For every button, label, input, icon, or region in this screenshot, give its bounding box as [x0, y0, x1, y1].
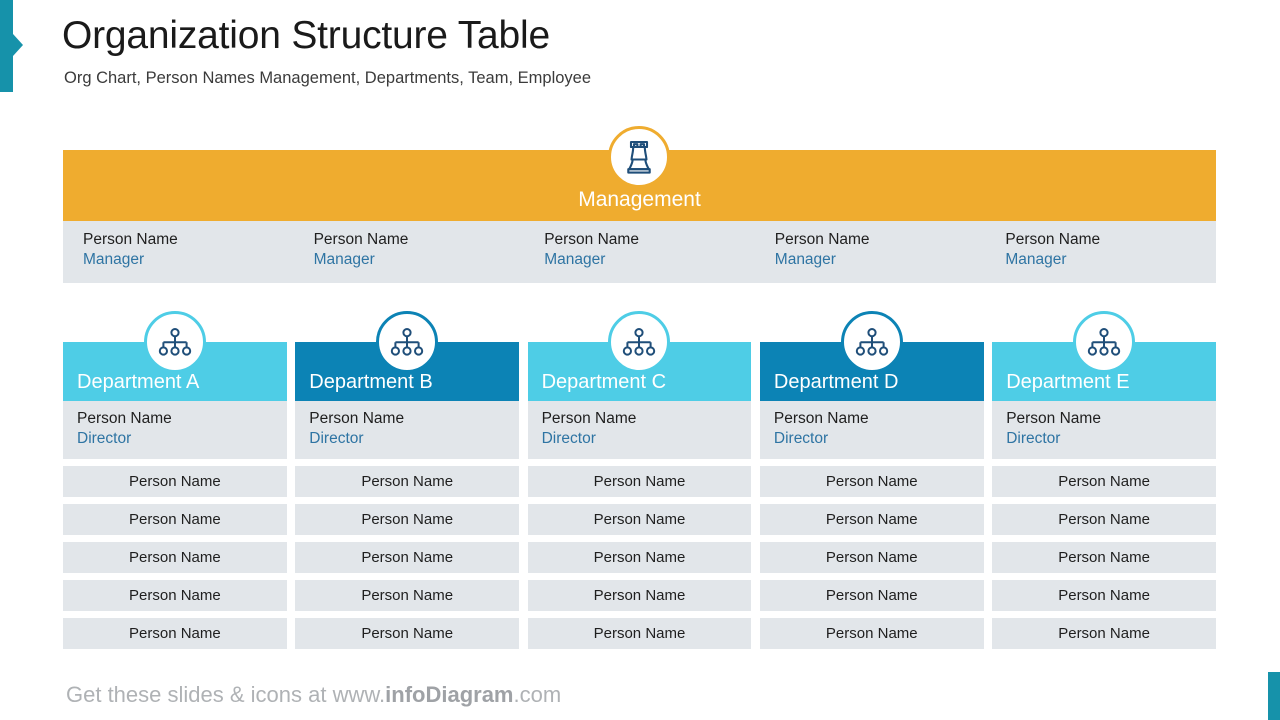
footer-prefix: Get these slides & icons at www. — [66, 682, 386, 707]
director-role: Director — [773, 430, 829, 448]
employee-row: Person Name — [527, 466, 752, 497]
employee-row: Person Name — [527, 580, 752, 611]
left-teal-accent-bar — [0, 0, 13, 92]
footer-suffix: .com — [513, 682, 562, 707]
employee-row: Person Name — [759, 542, 984, 573]
department-header: Department E — [992, 311, 1216, 401]
manager-name: Person Name — [1005, 231, 1101, 248]
employee-row: Person Name — [992, 466, 1216, 497]
employee-row: Person Name — [295, 618, 520, 649]
manager-name: Person Name — [83, 231, 178, 248]
management-label: Management — [578, 188, 701, 211]
employee-row: Person Name — [63, 542, 287, 573]
department-title: Department D — [773, 371, 899, 393]
director-name: Person Name — [309, 410, 405, 427]
left-teal-accent-arrow — [13, 34, 23, 56]
page-title: Organization Structure Table — [62, 14, 550, 57]
director-role: Director — [309, 430, 364, 448]
employee-row: Person Name — [759, 580, 984, 611]
employee-row: Person Name — [759, 618, 984, 649]
org-chart-icon — [1073, 311, 1136, 373]
footer-brand: infoDiagram — [385, 682, 514, 707]
employee-row: Person Name — [295, 542, 520, 573]
org-chart-icon — [143, 311, 206, 373]
org-chart-icon — [608, 311, 671, 373]
director-name: Person Name — [77, 410, 172, 427]
director-role: Director — [77, 430, 132, 448]
employee-row: Person Name — [527, 504, 752, 535]
page-subtitle: Org Chart, Person Names Management, Depa… — [64, 69, 592, 87]
director-name: Person Name — [773, 410, 869, 427]
department-title: Department B — [309, 371, 433, 393]
manager-role: Manager — [774, 251, 836, 269]
department-header: Department D — [759, 311, 984, 401]
employee-row: Person Name — [295, 466, 520, 497]
employee-row: Person Name — [759, 504, 984, 535]
manager-cell: Person Name Manager — [63, 221, 294, 283]
manager-role: Manager — [1005, 251, 1067, 269]
manager-cell: Person Name Manager — [985, 221, 1216, 283]
manager-name: Person Name — [774, 231, 870, 248]
employee-row: Person Name — [992, 618, 1216, 649]
manager-cell: Person Name Manager — [524, 221, 755, 283]
right-teal-accent-bar — [1268, 672, 1280, 720]
footer-attribution: Get these slides & icons at www.infoDiag… — [66, 682, 561, 708]
director-role: Director — [541, 430, 596, 448]
department-header: Department C — [527, 311, 752, 401]
employee-row: Person Name — [527, 542, 752, 573]
director-role: Director — [1006, 430, 1061, 448]
employee-row: Person Name — [759, 466, 984, 497]
department-title: Department C — [541, 371, 667, 393]
department-header: Department B — [295, 311, 520, 401]
employee-row: Person Name — [992, 580, 1216, 611]
manager-cell: Person Name Manager — [294, 221, 525, 283]
chess-rook-icon — [608, 126, 670, 188]
employee-row: Person Name — [992, 504, 1216, 535]
employee-row: Person Name — [295, 504, 520, 535]
department-title: Department A — [77, 371, 200, 393]
employee-row: Person Name — [992, 542, 1216, 573]
manager-name: Person Name — [313, 231, 409, 248]
employee-row: Person Name — [63, 504, 287, 535]
managers-row: Person Name Manager Person Name Manager … — [63, 221, 1216, 283]
org-chart-icon — [376, 311, 439, 373]
department-header: Department A — [63, 311, 287, 401]
employee-row: Person Name — [63, 618, 287, 649]
manager-role: Manager — [313, 251, 375, 269]
employee-row: Person Name — [63, 466, 287, 497]
manager-role: Manager — [544, 251, 606, 269]
employee-row: Person Name — [527, 618, 752, 649]
director-name: Person Name — [1006, 410, 1101, 427]
manager-name: Person Name — [544, 231, 639, 248]
employee-row: Person Name — [295, 580, 520, 611]
org-chart-icon — [840, 311, 903, 373]
director-name: Person Name — [541, 410, 637, 427]
manager-cell: Person Name Manager — [755, 221, 986, 283]
manager-role: Manager — [83, 251, 145, 269]
department-title: Department E — [1006, 371, 1130, 393]
employee-row: Person Name — [63, 580, 287, 611]
